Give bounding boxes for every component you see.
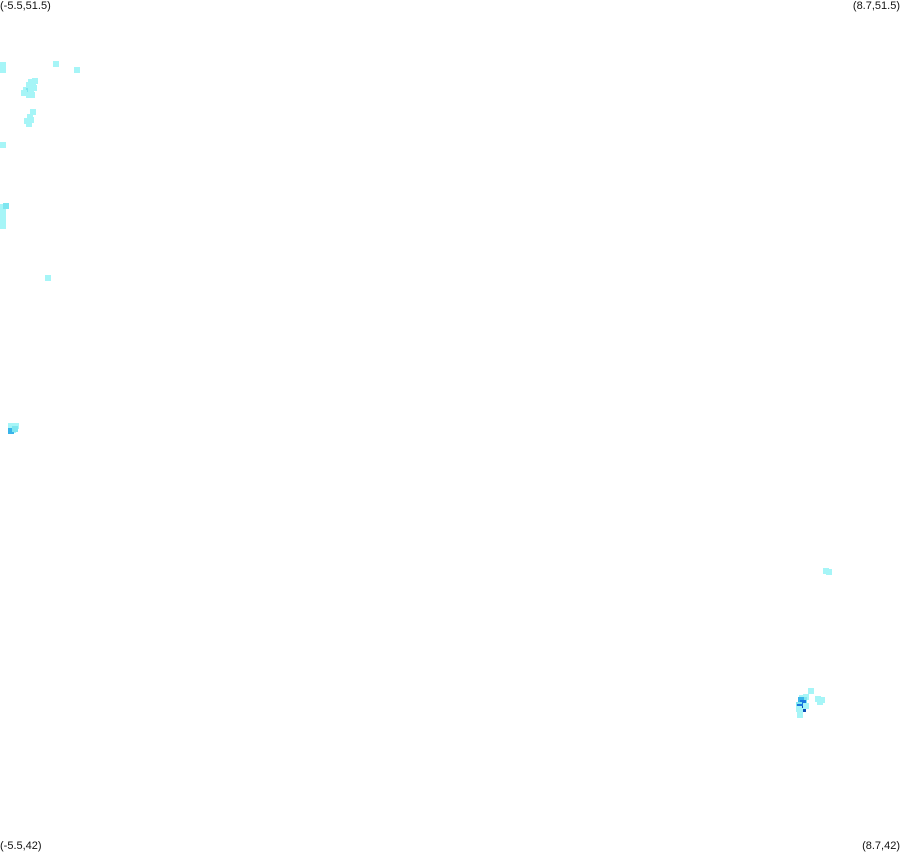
- density-cell: [0, 142, 6, 148]
- corner-label-bottom-right: (8.7,42): [862, 840, 900, 852]
- density-cell: [32, 78, 38, 84]
- density-cell: [0, 223, 6, 229]
- density-cell: [826, 569, 832, 575]
- density-cell: [0, 215, 6, 221]
- density-cell: [74, 67, 80, 73]
- density-cell: [803, 703, 809, 709]
- density-cell: [12, 426, 18, 432]
- density-cell: [8, 428, 14, 434]
- density-cell: [797, 712, 803, 718]
- density-cell: [53, 61, 59, 67]
- density-cell: [31, 85, 37, 91]
- corner-label-top-left: (-5.5,51.5): [0, 0, 51, 12]
- density-cell: [26, 121, 32, 127]
- density-cell: [808, 688, 814, 694]
- density-cell: [817, 699, 823, 705]
- density-cell: [0, 219, 6, 225]
- density-cell: [30, 109, 36, 115]
- density-cell: [3, 203, 9, 209]
- density-cell: [21, 90, 27, 96]
- corner-label-bottom-left: (-5.5,42): [0, 840, 42, 852]
- density-cell: [8, 423, 14, 429]
- density-cell: [0, 210, 6, 216]
- density-cell: [0, 67, 6, 73]
- density-cell: [0, 62, 6, 68]
- density-cell: [29, 92, 35, 98]
- density-cell: [797, 708, 803, 714]
- density-cell: [28, 117, 34, 123]
- corner-label-top-right: (8.7,51.5): [852, 0, 900, 12]
- density-cell: [45, 275, 51, 281]
